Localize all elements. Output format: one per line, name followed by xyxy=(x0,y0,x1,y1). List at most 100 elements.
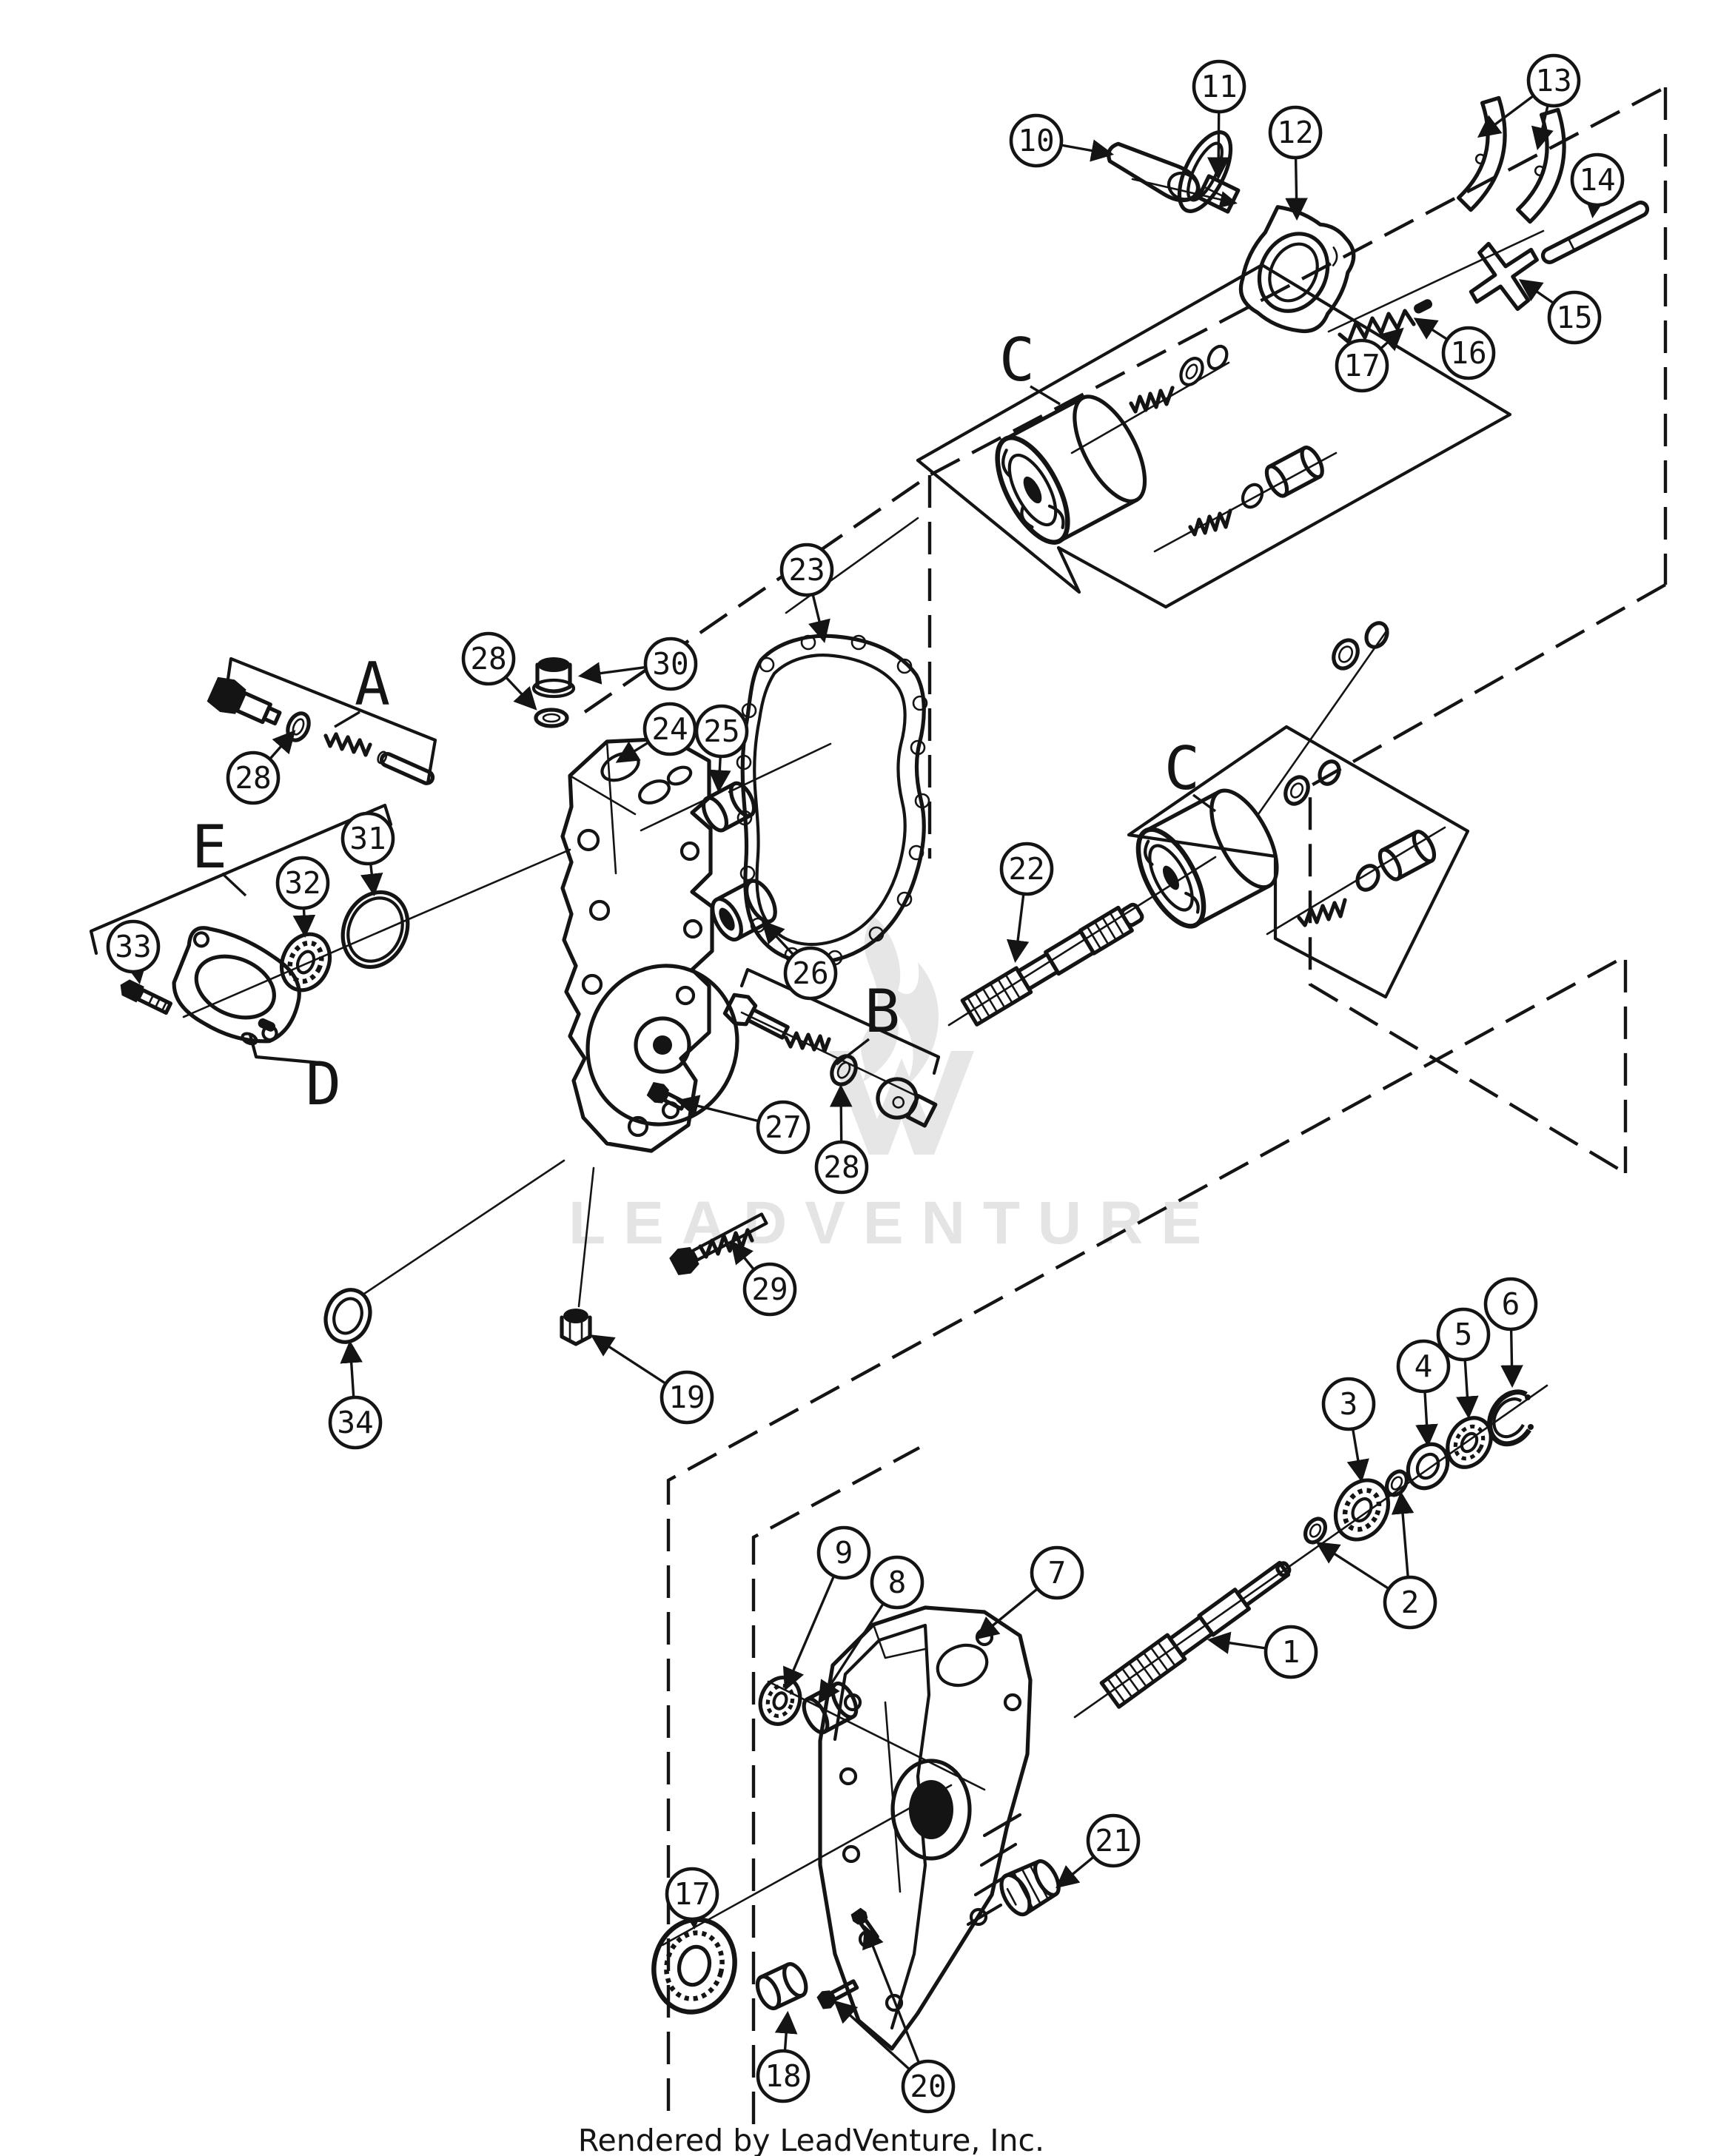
callout-circle[interactable] xyxy=(1086,1813,1141,1868)
section-label-D: D xyxy=(306,1050,341,1118)
callout-circle[interactable] xyxy=(901,2059,956,2114)
ball-bearing-part-5 xyxy=(1446,1416,1493,1469)
washer-parts-2 xyxy=(1303,1469,1409,1545)
callout-circle[interactable] xyxy=(1009,113,1064,168)
section-leader-line xyxy=(221,872,247,897)
callout-9[interactable]: 9 xyxy=(782,1525,871,1691)
section-leader-line xyxy=(1030,385,1061,406)
callout-28[interactable]: 28 xyxy=(226,730,296,805)
section-letter: C xyxy=(999,326,1035,394)
callout-circle[interactable] xyxy=(226,750,281,805)
callout-18[interactable]: 18 xyxy=(756,2010,811,2103)
callout-circle[interactable] xyxy=(1441,326,1496,380)
callout-17[interactable]: 17 xyxy=(665,1867,719,1930)
callout-circle[interactable] xyxy=(1192,59,1246,114)
callout-26[interactable]: 26 xyxy=(761,920,838,1001)
callout-4[interactable]: 4 xyxy=(1396,1339,1451,1448)
callout-12[interactable]: 12 xyxy=(1268,105,1323,221)
section-label-A: A xyxy=(334,650,390,728)
callout-circle[interactable] xyxy=(999,842,1054,896)
callout-13[interactable]: 13 xyxy=(1477,53,1581,150)
callout-15[interactable]: 15 xyxy=(1518,279,1602,345)
callout-circle[interactable] xyxy=(870,1555,924,1610)
callout-number: 7 xyxy=(1048,1555,1067,1591)
callout-circle[interactable] xyxy=(779,543,834,597)
callout-28[interactable]: 28 xyxy=(461,631,537,711)
bushing-part-8 xyxy=(802,1681,859,1735)
bracket-section-B xyxy=(739,967,941,1075)
callout-number: 29 xyxy=(751,1272,788,1307)
callout-circle[interactable] xyxy=(1570,152,1625,207)
bushing-part-26 xyxy=(711,879,777,942)
callout-circle[interactable] xyxy=(1436,1307,1491,1362)
callout-circle[interactable] xyxy=(694,704,749,759)
callout-34[interactable]: 34 xyxy=(328,1340,383,1450)
callout-20[interactable]: 20 xyxy=(833,1925,956,2114)
rendered-by-caption: Rendered by LeadVenture, Inc. xyxy=(578,2123,1044,2156)
callout-23[interactable]: 23 xyxy=(779,543,834,643)
callout-2[interactable]: 2 xyxy=(1315,1491,1437,1630)
callout-circle[interactable] xyxy=(275,856,330,910)
callout-16[interactable]: 16 xyxy=(1413,318,1496,380)
callout-number: 15 xyxy=(1556,300,1592,335)
callout-circle[interactable] xyxy=(816,1525,871,1580)
callout-circle[interactable] xyxy=(1030,1545,1084,1600)
callout-8[interactable]: 8 xyxy=(818,1555,924,1705)
callout-10[interactable]: 10 xyxy=(1009,113,1115,168)
callout-circle[interactable] xyxy=(1396,1339,1451,1394)
callout-circle[interactable] xyxy=(756,2049,811,2103)
callout-3[interactable]: 3 xyxy=(1321,1377,1376,1483)
callout-6[interactable]: 6 xyxy=(1483,1277,1538,1388)
callout-number: 17 xyxy=(1343,348,1380,383)
callout-number: 25 xyxy=(703,713,739,749)
callout-19[interactable]: 19 xyxy=(590,1334,714,1425)
callout-14[interactable]: 14 xyxy=(1570,152,1625,219)
callout-number: 19 xyxy=(668,1380,705,1415)
callout-circle[interactable] xyxy=(742,1262,797,1317)
callout-circle[interactable] xyxy=(106,919,161,974)
callout-5[interactable]: 5 xyxy=(1436,1307,1491,1420)
callout-number: 30 xyxy=(652,646,688,682)
callout-29[interactable]: 29 xyxy=(730,1240,797,1317)
callout-number: 22 xyxy=(1008,851,1044,887)
callout-circle[interactable] xyxy=(1321,1377,1376,1431)
callout-circle[interactable] xyxy=(1547,290,1602,345)
callout-30[interactable]: 30 xyxy=(577,637,698,691)
callout-25[interactable]: 25 xyxy=(694,704,749,793)
callout-circle[interactable] xyxy=(461,631,516,686)
callout-number: 1 xyxy=(1282,1634,1301,1670)
callout-circle[interactable] xyxy=(1335,338,1389,393)
callout-number: 11 xyxy=(1201,69,1237,104)
callout-33[interactable]: 33 xyxy=(106,919,161,985)
callout-31[interactable]: 31 xyxy=(340,811,395,897)
callout-circle[interactable] xyxy=(756,1100,811,1155)
callout-circle[interactable] xyxy=(340,811,395,866)
callout-17[interactable]: 17 xyxy=(1335,327,1404,393)
callout-circle[interactable] xyxy=(660,1370,714,1425)
callout-32[interactable]: 32 xyxy=(275,856,330,938)
callout-circle[interactable] xyxy=(328,1395,383,1450)
callout-circle[interactable] xyxy=(1526,53,1581,108)
callout-1[interactable]: 1 xyxy=(1207,1625,1318,1679)
seal-ring-part-34 xyxy=(323,1288,372,1344)
section-letter: E xyxy=(192,813,227,881)
callout-circle[interactable] xyxy=(814,1140,869,1195)
callout-circle[interactable] xyxy=(643,637,698,691)
callout-11[interactable]: 11 xyxy=(1192,59,1246,181)
callout-circle[interactable] xyxy=(665,1867,719,1921)
callout-24[interactable]: 24 xyxy=(615,702,697,763)
callout-7[interactable]: 7 xyxy=(976,1545,1084,1640)
callout-22[interactable]: 22 xyxy=(999,842,1054,964)
spring-part-17-top xyxy=(1338,299,1432,344)
callout-27[interactable]: 27 xyxy=(676,1095,811,1155)
callout-circle[interactable] xyxy=(1483,1277,1538,1331)
callout-circle[interactable] xyxy=(1264,1625,1318,1679)
callout-21[interactable]: 21 xyxy=(1056,1813,1141,1889)
callout-number: 33 xyxy=(115,929,151,964)
callout-number: 5 xyxy=(1454,1317,1473,1352)
callout-circle[interactable] xyxy=(1268,105,1323,160)
callout-circle[interactable] xyxy=(783,946,838,1001)
callout-circle[interactable] xyxy=(1383,1575,1437,1630)
callout-28[interactable]: 28 xyxy=(814,1084,869,1195)
callout-number: 4 xyxy=(1414,1349,1433,1384)
